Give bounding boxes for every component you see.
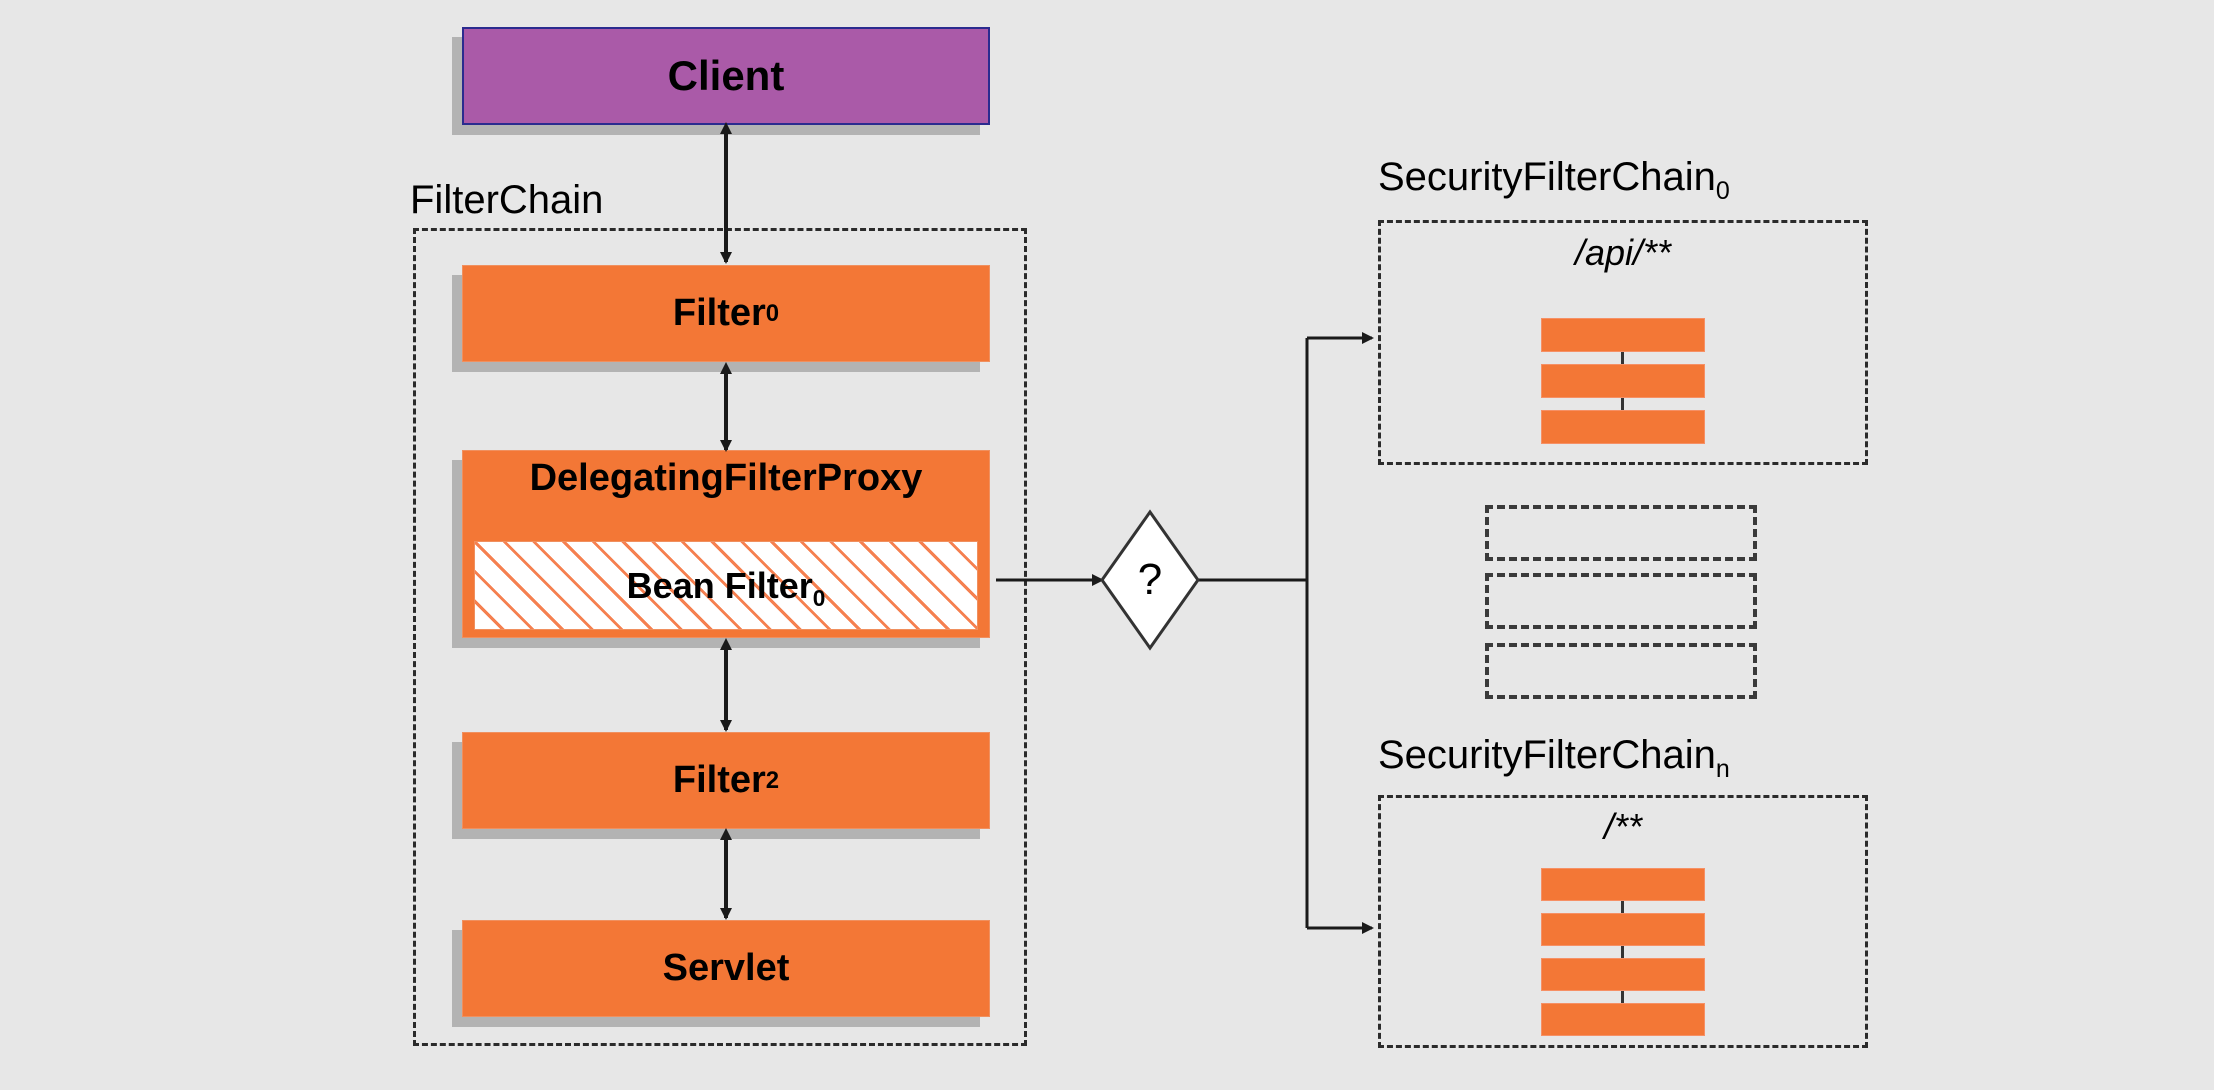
placeholder-chain-box [1485, 505, 1757, 561]
servlet-label: Servlet [662, 947, 790, 989]
router-branch-lines [1198, 332, 1374, 934]
chain-n-link-3 [1621, 987, 1624, 1017]
filterchain-group-label: FilterChain [410, 178, 604, 222]
filter0-label: Filter [672, 292, 766, 334]
placeholder-chain-box [1485, 643, 1757, 699]
bean-filter-label: Bean Filter [626, 564, 813, 606]
chain-n-link-1 [1621, 897, 1624, 927]
chain-n-filter-bar[interactable] [1541, 913, 1705, 946]
security-chain-n-label: SecurityFilterChainn [1378, 733, 1730, 783]
security-chain-0-box [1378, 220, 1868, 465]
chain-n-link-2 [1621, 942, 1624, 972]
servlet-box[interactable]: Servlet [462, 920, 990, 1017]
client-box[interactable]: Client [462, 27, 990, 125]
security-chain-0-label: SecurityFilterChain0 [1378, 155, 1730, 205]
chain-n-filter-bar[interactable] [1541, 958, 1705, 991]
placeholder-chain-box [1485, 573, 1757, 629]
filter2-label: Filter [672, 759, 766, 801]
bean-filter-subscript: 0 [812, 584, 826, 611]
delegating-filter-proxy-label: DelegatingFilterProxy [529, 457, 923, 499]
chain-n-filter-bar[interactable] [1541, 1003, 1705, 1036]
client-label: Client [667, 52, 785, 99]
chain-0-filter-bar[interactable] [1541, 318, 1705, 352]
security-chain-n-path: /** [1603, 806, 1643, 847]
bean-filter-box[interactable]: Bean Filter0 [474, 541, 978, 630]
decision-label: ? [1137, 555, 1163, 604]
security-chain-0-path: /api/** [1574, 232, 1672, 273]
chain-0-filter-bar[interactable] [1541, 410, 1705, 444]
chain-n-filter-bar[interactable] [1541, 868, 1705, 901]
chain-0-filter-bar[interactable] [1541, 364, 1705, 398]
security-chain-n-box [1378, 795, 1868, 1048]
